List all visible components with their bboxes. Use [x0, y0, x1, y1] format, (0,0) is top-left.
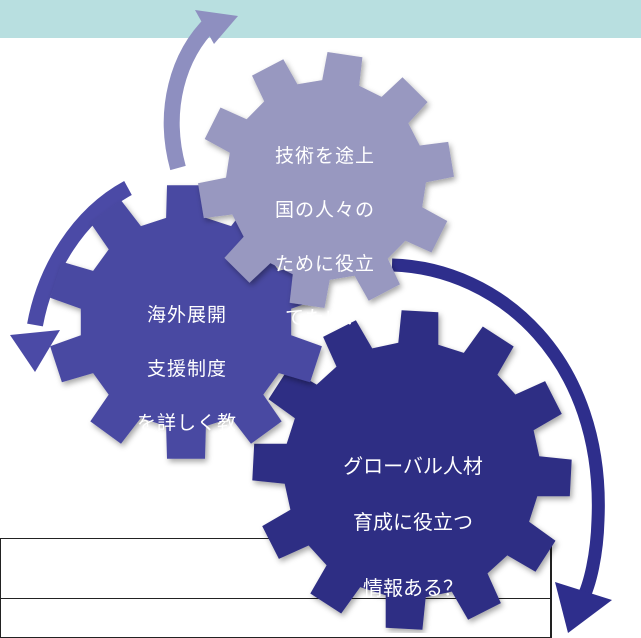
gear-overseas-support-line-1: 海外展開: [146, 304, 227, 326]
gear-overseas-support-line-3: を詳しく教: [136, 412, 237, 434]
gear-light-shape: [198, 52, 454, 308]
gear-technology-line-2: 国の人々の: [274, 199, 375, 221]
arrow-dark-down: [391, 258, 612, 633]
arrow-mid-down: [10, 180, 132, 372]
gear-technology-line-1: 技術を途上: [274, 145, 375, 167]
gear-overseas-support-line-4: えて！: [157, 466, 217, 488]
arrow-light-up: [163, 10, 238, 171]
gear-overseas-support-line-2: 支援制度: [146, 358, 227, 380]
gear-global-talent-label: グローバル人材 育成に役立つ 情報ある？: [318, 424, 508, 630]
gear-overseas-support-label: 海外展開 支援制度 を詳しく教 えて！: [107, 275, 267, 518]
gear-global-talent: [252, 310, 572, 630]
bottom-divider-line: [0, 598, 552, 599]
gear-technology: [198, 52, 454, 308]
gear-technology-line-3: ために役立: [274, 253, 375, 275]
gear-technology-line-4: てたい！: [284, 307, 365, 329]
gear-global-talent-line-2: 育成に役立つ: [353, 510, 473, 534]
gear-global-talent-line-1: グローバル人材: [343, 454, 483, 478]
gear-global-talent-line-3: 情報ある？: [363, 576, 463, 600]
gear-dark-shape: [252, 310, 572, 630]
gear-technology-label: 技術を途上 国の人々の ために役立 てたい！: [250, 116, 400, 359]
top-header-band: [0, 0, 641, 38]
